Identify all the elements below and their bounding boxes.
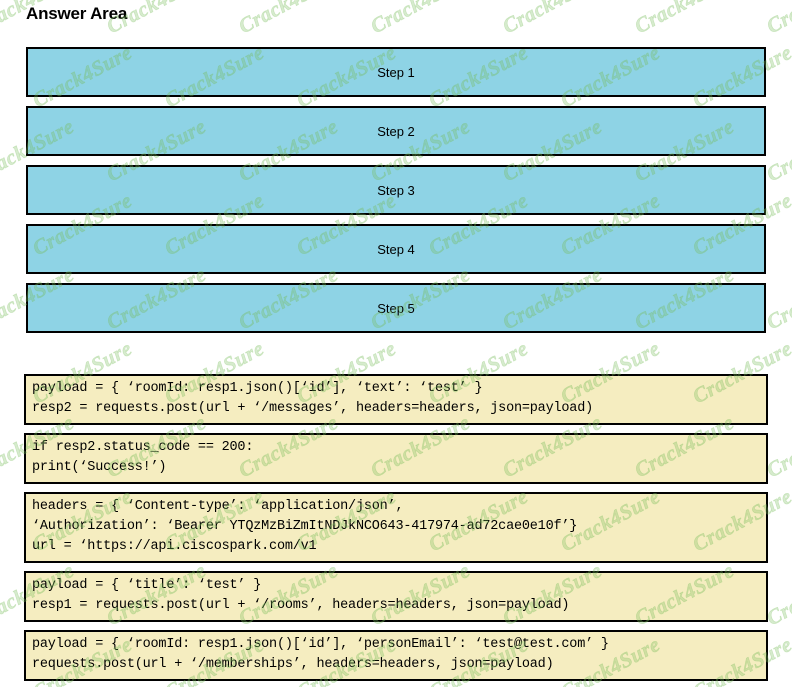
answer-area-drop-zone: Step 1 Step 2 Step 3 Step 4 Step 5 xyxy=(26,47,766,342)
answer-slot-label: Step 2 xyxy=(377,123,415,139)
answer-slot-label: Step 4 xyxy=(377,241,415,257)
code-snippet-block[interactable]: payload = { ‘title’: ‘test’ } resp1 = req… xyxy=(24,571,768,622)
code-snippet-block[interactable]: if resp2.status_code == 200: print(‘Succe… xyxy=(24,433,768,484)
code-snippet-block[interactable]: payload = { ‘roomId: resp1.json()[‘id’],… xyxy=(24,630,768,681)
answer-slot[interactable]: Step 4 xyxy=(26,224,766,274)
answer-slot-label: Step 3 xyxy=(377,182,415,198)
code-snippet-block[interactable]: headers = { ‘Content-type’: ‘application… xyxy=(24,492,768,563)
answer-slot[interactable]: Step 5 xyxy=(26,283,766,333)
code-snippet-block[interactable]: payload = { ‘roomId: resp1.json()[‘id’],… xyxy=(24,374,768,425)
code-snippet-line: resp1 = requests.post(url + ‘/rooms’, he… xyxy=(32,598,570,613)
code-snippet-line: print(‘Success!’) xyxy=(32,460,167,475)
code-snippet-line: headers = { ‘Content-type’: ‘application… xyxy=(32,499,404,514)
code-snippet-line: resp2 = requests.post(url + ‘/messages’,… xyxy=(32,401,593,416)
code-snippet-line: payload = { ‘roomId: resp1.json()[‘id’],… xyxy=(32,381,483,396)
code-snippet-line: requests.post(url + ‘/memberships’, head… xyxy=(32,657,554,672)
code-snippet-line: payload = { ‘roomId: resp1.json()[‘id’],… xyxy=(32,637,609,652)
snippet-source-list: payload = { ‘roomId: resp1.json()[‘id’],… xyxy=(24,374,768,689)
answer-slot-label: Step 1 xyxy=(377,64,415,80)
answer-slot[interactable]: Step 1 xyxy=(26,47,766,97)
answer-slot[interactable]: Step 2 xyxy=(26,106,766,156)
answer-slot[interactable]: Step 3 xyxy=(26,165,766,215)
code-snippet-line: if resp2.status_code == 200: xyxy=(32,440,254,455)
page-title: Answer Area xyxy=(26,4,128,23)
code-snippet-line: ‘Authorization’: ‘Bearer YTQzMzBiZmItNDJ… xyxy=(32,519,578,534)
code-snippet-line: payload = { ‘title’: ‘test’ } xyxy=(32,578,262,593)
code-snippet-line: url = ‘https://api.ciscospark.com/v1 xyxy=(32,539,317,554)
answer-slot-label: Step 5 xyxy=(377,300,415,316)
